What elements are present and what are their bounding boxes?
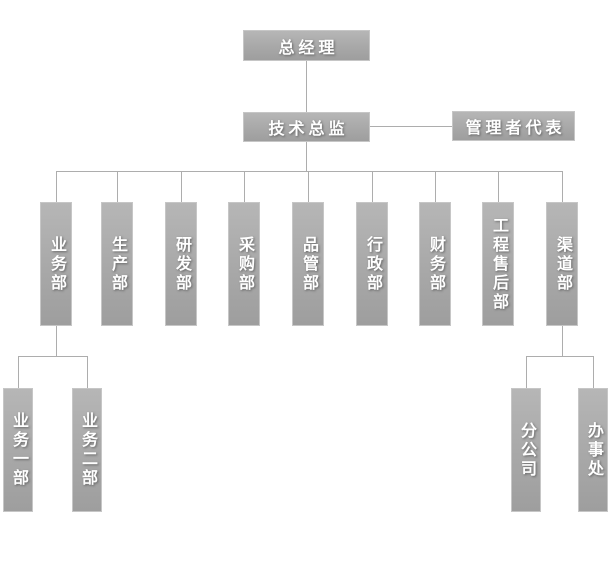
node-dept-administration: 行政部	[356, 202, 388, 326]
connector-stub-dept-4	[244, 171, 245, 202]
connector-stub-dept-9	[562, 171, 563, 202]
node-label: 渠道部	[554, 235, 571, 293]
node-business-dept-1: 业务一部	[3, 388, 33, 512]
node-dept-purchasing: 采购部	[228, 202, 260, 326]
node-branch-company: 分公司	[511, 388, 541, 512]
node-label: 行政部	[364, 235, 381, 293]
node-label: 生产部	[109, 235, 126, 293]
connector-stub-dept-7	[435, 171, 436, 202]
node-label: 管理者代表	[465, 120, 566, 137]
connector-business-drop	[56, 326, 57, 356]
connector-stub-dept-2	[117, 171, 118, 202]
connector-director-to-representative	[370, 126, 452, 127]
node-dept-finance: 财务部	[419, 202, 451, 326]
node-dept-engineering-aftersales: 工程售后部	[482, 202, 514, 326]
node-label: 品管部	[300, 235, 317, 293]
node-label: 业务部	[48, 235, 65, 293]
connector-stub-dept-3	[181, 171, 182, 202]
connector-business-branch	[18, 356, 87, 357]
node-label: 采购部	[236, 235, 253, 293]
connector-trunk	[56, 171, 562, 172]
node-label: 技术总监	[268, 121, 349, 138]
node-business-dept-2: 业务二部	[72, 388, 102, 512]
node-office: 办事处	[578, 388, 608, 512]
node-technical-director: 技术总监	[243, 112, 370, 142]
connector-stub-business-1	[18, 356, 19, 388]
connector-stub-channel-1	[526, 356, 527, 388]
node-dept-business: 业务部	[40, 202, 72, 326]
node-label: 分公司	[518, 421, 535, 479]
node-label: 工程售后部	[490, 216, 507, 312]
node-dept-quality: 品管部	[292, 202, 324, 326]
connector-stub-dept-5	[308, 171, 309, 202]
node-label: 研发部	[173, 235, 190, 293]
connector-stub-dept-6	[372, 171, 373, 202]
connector-stub-business-2	[87, 356, 88, 388]
node-dept-rnd: 研发部	[165, 202, 197, 326]
connector-root-to-director	[306, 61, 307, 112]
connector-channel-drop	[562, 326, 563, 356]
node-label: 业务一部	[10, 412, 27, 488]
node-label: 业务二部	[79, 412, 96, 488]
connector-stub-channel-2	[593, 356, 594, 388]
connector-stub-dept-8	[498, 171, 499, 202]
node-label: 财务部	[427, 235, 444, 293]
node-label: 办事处	[585, 421, 602, 479]
node-dept-channel: 渠道部	[546, 202, 578, 326]
node-label: 总经理	[278, 39, 339, 57]
node-dept-production: 生产部	[101, 202, 133, 326]
node-general-manager: 总经理	[243, 30, 370, 61]
connector-director-to-trunk	[306, 142, 307, 171]
connector-stub-dept-1	[56, 171, 57, 202]
node-management-representative: 管理者代表	[452, 111, 575, 141]
connector-channel-branch	[526, 356, 593, 357]
